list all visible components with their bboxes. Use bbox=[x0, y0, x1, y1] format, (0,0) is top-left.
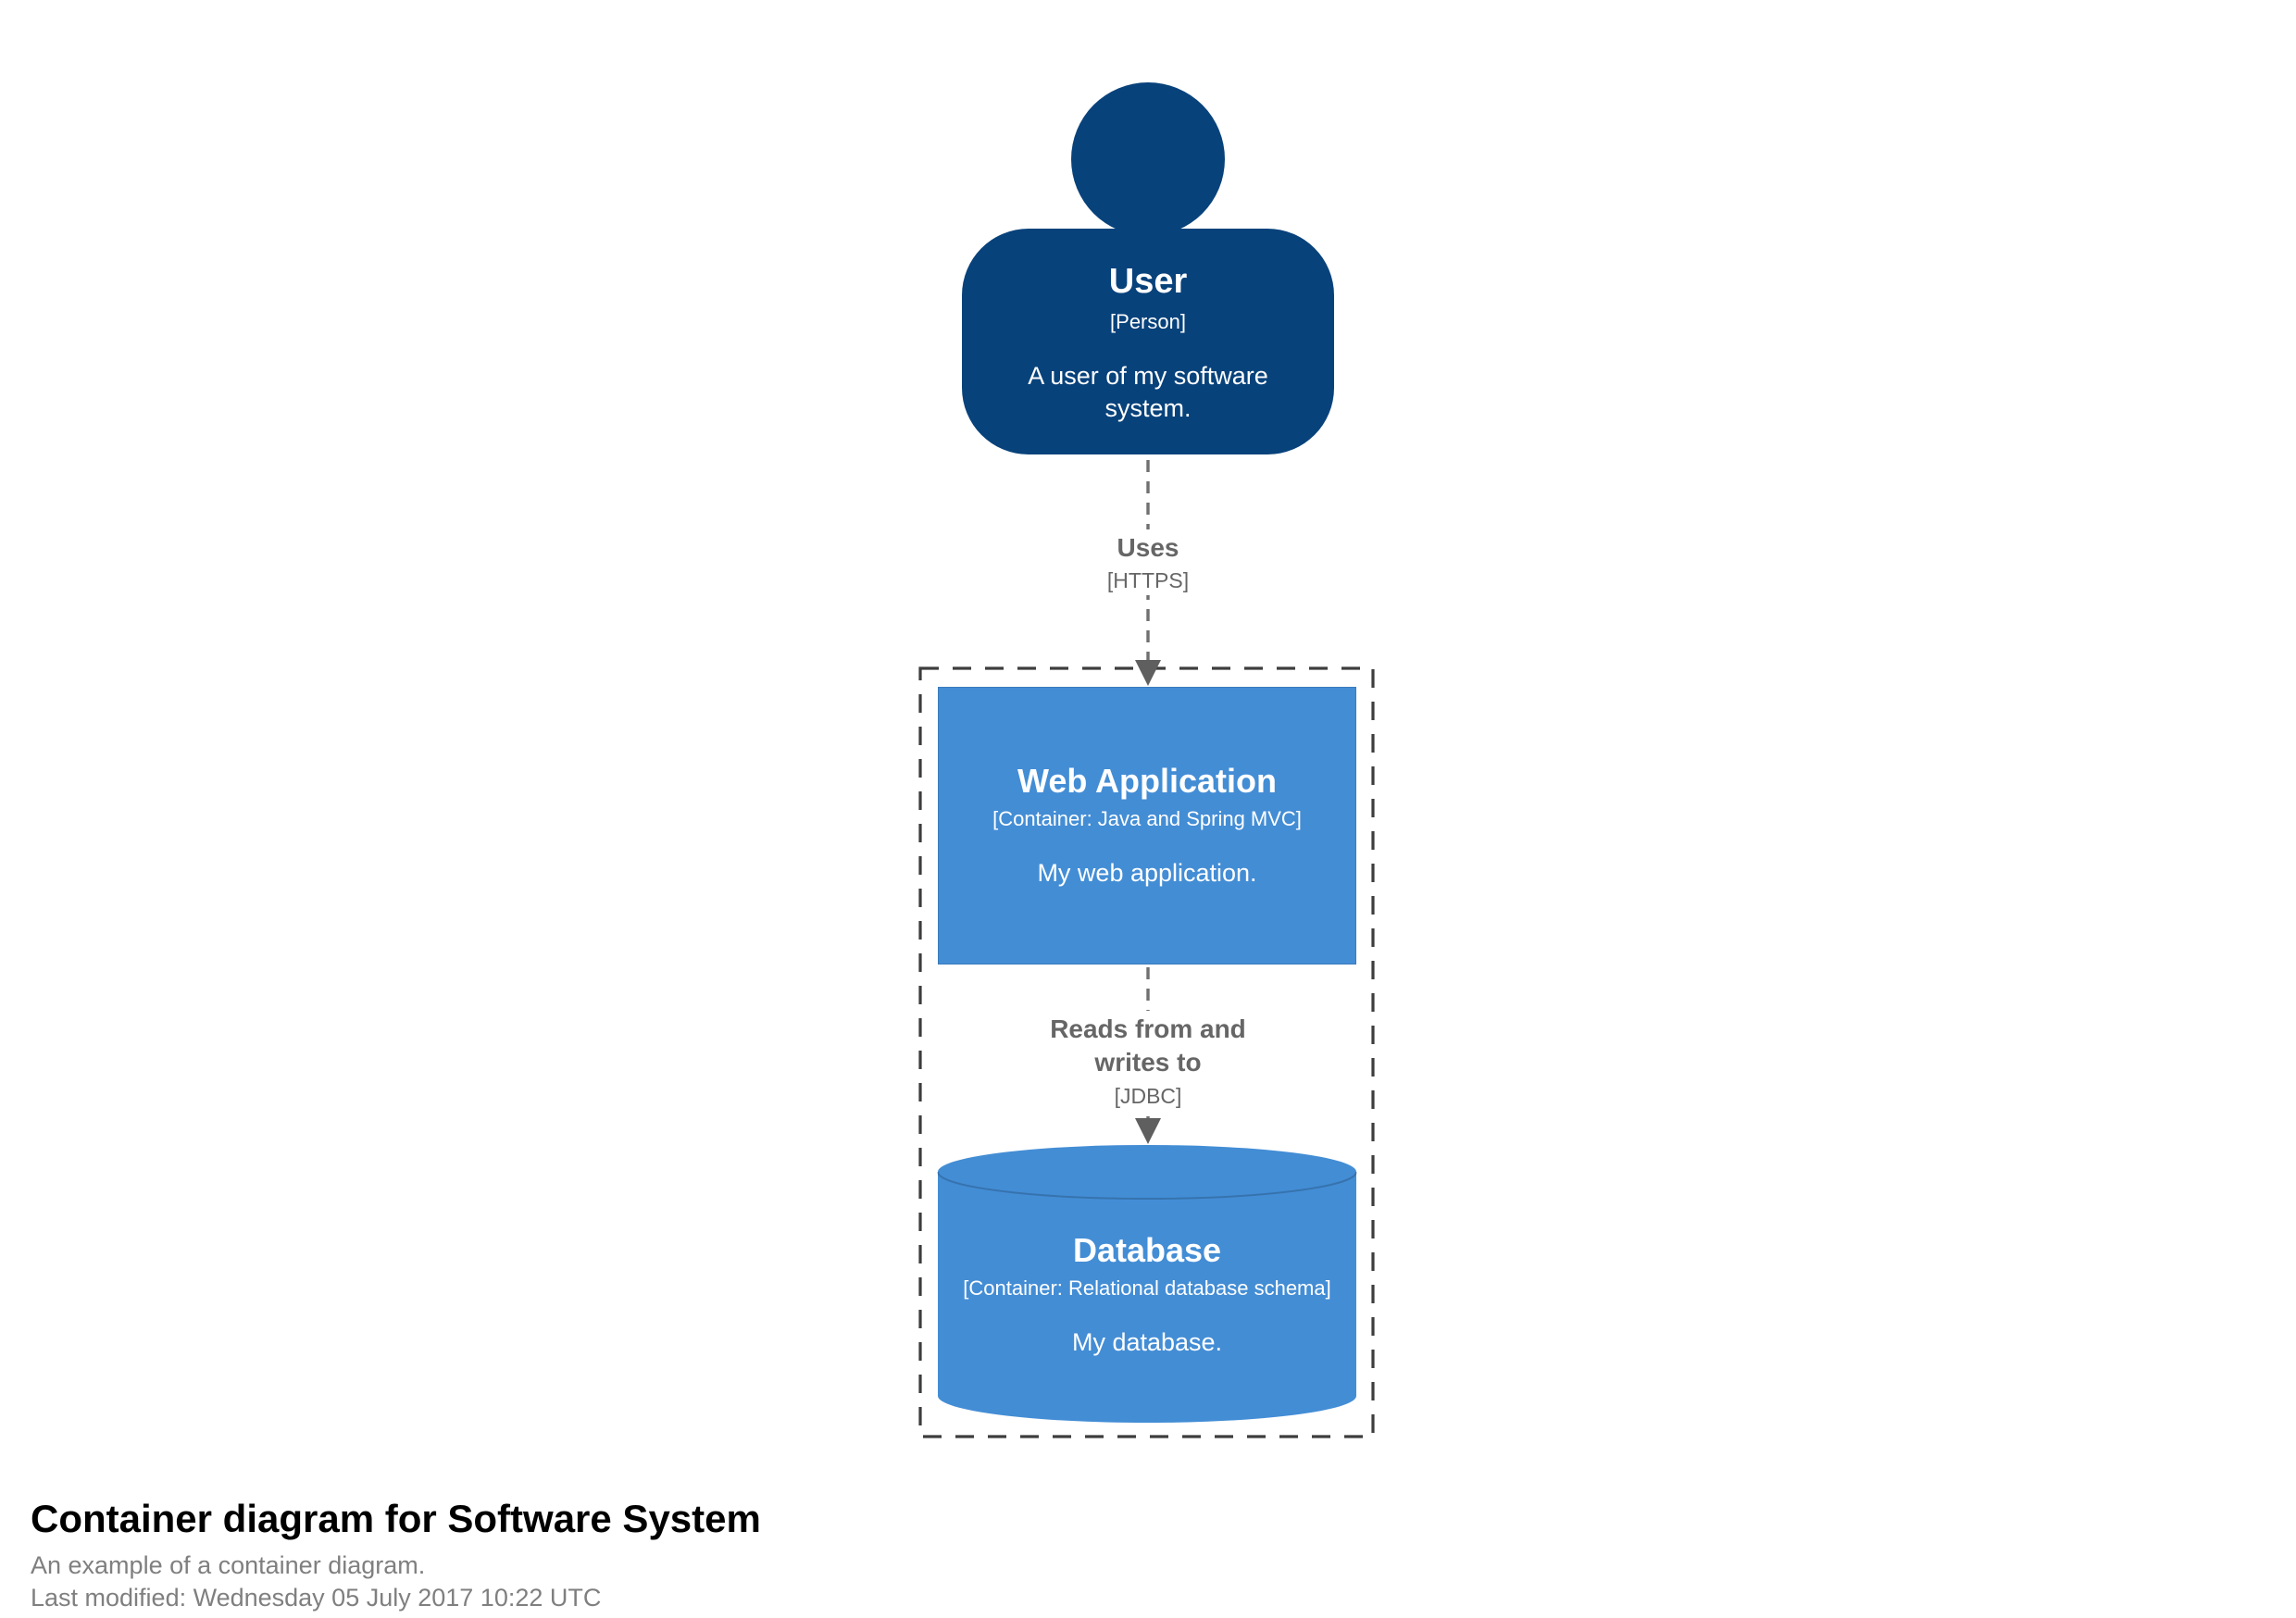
user-webapp-arrowhead-icon bbox=[1135, 660, 1161, 686]
diagram-last-modified: Last modified: Wednesday 05 July 2017 10… bbox=[31, 1583, 602, 1612]
node-user: User [Person] A user of my software syst… bbox=[962, 229, 1334, 454]
relationship-user-webapp-label: Uses [HTTPS] bbox=[1097, 529, 1199, 596]
relationship-label-text: Reads from and writes to bbox=[1050, 1014, 1246, 1077]
node-web-application-description: My web application. bbox=[1037, 859, 1257, 888]
node-web-application-name: Web Application bbox=[1017, 761, 1277, 800]
diagram-footer: Container diagram for Software System An… bbox=[31, 1496, 761, 1613]
node-database-type: [Container: Relational database schema] bbox=[963, 1276, 1331, 1300]
relationship-technology-text: [JDBC] bbox=[1114, 1083, 1182, 1108]
node-web-application: Web Application [Container: Java and Spr… bbox=[938, 687, 1356, 965]
user-person-head-icon bbox=[1071, 82, 1225, 236]
diagram-title: Container diagram for Software System bbox=[31, 1497, 761, 1540]
database-cylinder-top-arc bbox=[937, 1171, 1357, 1200]
node-user-type: [Person] bbox=[1110, 309, 1186, 333]
node-user-description: A user of my software system. bbox=[1028, 361, 1268, 423]
relationship-label-text: Uses bbox=[1117, 533, 1179, 562]
diagram-subtitle: An example of a container diagram. bbox=[31, 1551, 426, 1580]
relationship-technology-text: [HTTPS] bbox=[1106, 568, 1190, 593]
node-database-description: My database. bbox=[1071, 1328, 1223, 1357]
webapp-db-arrowhead-icon bbox=[1135, 1118, 1161, 1144]
node-database-name: Database bbox=[1072, 1230, 1222, 1269]
node-user-name: User bbox=[1108, 261, 1188, 301]
node-web-application-type: [Container: Java and Spring MVC] bbox=[992, 806, 1302, 830]
relationship-webapp-db-label: Reads from and writes to [JDBC] bbox=[1029, 1011, 1267, 1111]
node-database: Database [Container: Relational database… bbox=[938, 1159, 1356, 1407]
database-cylinder bbox=[938, 1145, 1356, 1423]
software-system-boundary bbox=[918, 666, 1375, 1438]
